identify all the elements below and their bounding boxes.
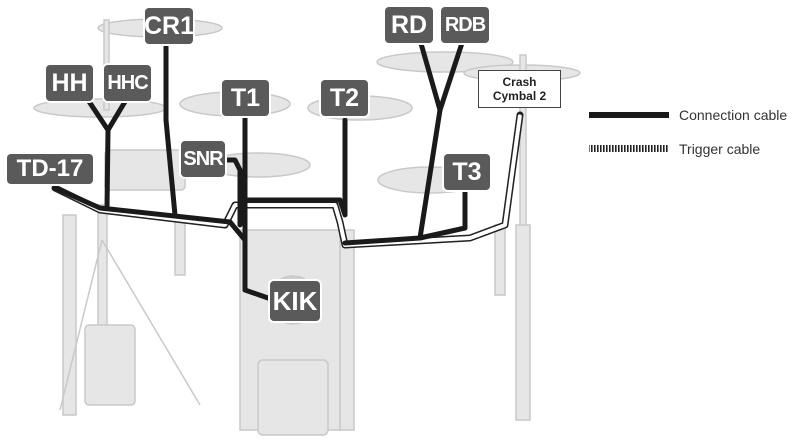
label-hhc: HHC: [104, 65, 151, 101]
cable-snr: [219, 157, 243, 228]
cable-td17: [52, 185, 233, 225]
label-rdb: RDB: [441, 7, 489, 43]
rack-leg-center: [339, 229, 355, 431]
connection-cables: [52, 37, 468, 301]
legend-connection-swatch: [589, 112, 669, 118]
label-hh: HH: [46, 65, 93, 101]
rack-leg-right: [515, 224, 531, 421]
label-snr: SNR: [181, 141, 225, 177]
label-t2: T2: [321, 80, 368, 116]
legend-trigger-swatch: [589, 145, 669, 152]
label-kik: KIK: [270, 281, 320, 321]
cable-rdb: [437, 37, 466, 113]
crash-line-2: Cymbal 2: [492, 89, 547, 103]
rack-leg-left: [62, 214, 77, 416]
label-td17: TD-17: [7, 154, 93, 184]
cable-t1: [242, 112, 271, 301]
cable-t3: [342, 187, 468, 246]
legend-connection-label: Connection cable: [679, 107, 788, 123]
hihat-pedal: [84, 324, 136, 406]
kick-pedal: [257, 359, 329, 436]
label-crash-cymbal-2: Crash Cymbal 2: [478, 70, 561, 108]
legend: [589, 112, 669, 152]
label-rd: RD: [385, 7, 433, 43]
label-cr1: CR1: [144, 8, 194, 44]
cable-hhc: [105, 97, 129, 133]
cable-trunk: [227, 219, 248, 243]
trigger-cables: [51, 111, 524, 249]
label-t1: T1: [222, 80, 269, 116]
crash-line-1: Crash: [502, 75, 537, 89]
cable-t2: [242, 117, 348, 218]
label-t3: T3: [444, 154, 490, 190]
legend-trigger-label: Trigger cable: [679, 141, 761, 157]
cable-cr1: [163, 37, 178, 218]
